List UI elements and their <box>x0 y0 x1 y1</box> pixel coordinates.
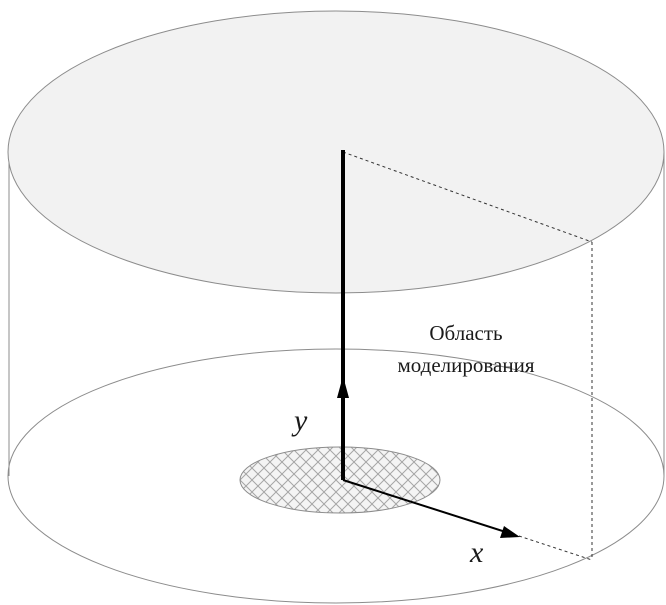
x-axis-arrowhead <box>500 526 520 538</box>
region-label-line1: Область <box>429 321 502 345</box>
region-bottom-dashed-edge <box>518 535 593 561</box>
x-axis-line <box>342 479 513 535</box>
hatched-source-disk <box>239 446 441 514</box>
cylinder-top-ellipse <box>7 10 665 294</box>
region-label-line2: моделирования <box>397 353 534 377</box>
x-axis-label: x <box>469 536 484 569</box>
y-axis-label: y <box>291 404 308 437</box>
region-top-dashed-edge <box>342 151 593 243</box>
y-axis-arrowhead <box>337 376 349 398</box>
